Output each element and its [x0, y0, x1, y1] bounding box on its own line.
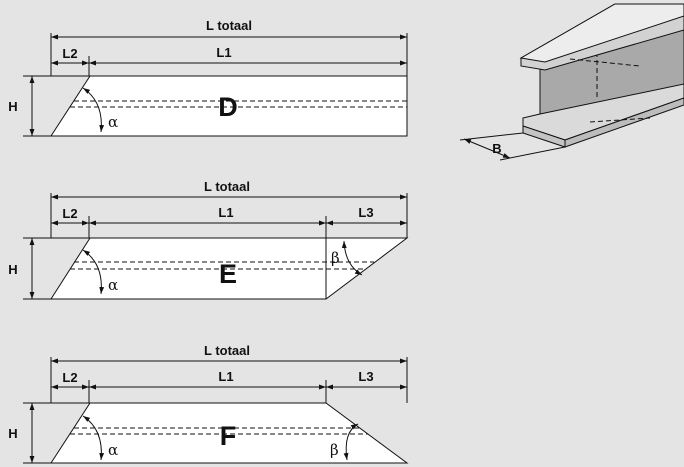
- b-extension-right: [499, 146, 566, 161]
- dimension-total: L totaal: [50, 18, 408, 76]
- alpha-symbol: α: [108, 113, 118, 131]
- dimension-h: H: [8, 237, 90, 300]
- beam-outline: [50, 402, 409, 464]
- beta-arc: [343, 423, 359, 461]
- l2-label: L2: [62, 206, 77, 221]
- beam-outline: [50, 75, 408, 137]
- l2-label: L2: [62, 370, 77, 385]
- cut-type-letter: F: [220, 421, 237, 451]
- alpha-arc: [82, 249, 105, 295]
- dimension-l2-l1-l3: L2 L1 L3: [51, 369, 407, 403]
- total-length-label: L totaal: [206, 18, 252, 33]
- beam-outline: [50, 237, 409, 300]
- l1-label: L1: [218, 205, 233, 220]
- dimension-l2-l1-l3: L2 L1 L3: [51, 205, 407, 238]
- l2-label: L2: [62, 46, 77, 61]
- h-label: H: [8, 262, 17, 277]
- alpha-arc: [82, 87, 105, 133]
- dimension-total: L totaal: [50, 343, 408, 403]
- alpha-symbol: α: [108, 276, 118, 294]
- l1-label: L1: [216, 45, 231, 60]
- l3-label: L3: [358, 369, 373, 384]
- beta-arc: [341, 240, 363, 276]
- l1-label: L1: [218, 369, 233, 384]
- bottom-flange-side: [564, 97, 684, 148]
- beta-symbol: β: [331, 249, 340, 267]
- dimension-l2-l1: L2 L1: [51, 45, 407, 76]
- alpha-symbol: α: [108, 441, 118, 459]
- total-length-label: L totaal: [204, 343, 250, 358]
- dimension-h: H: [8, 75, 90, 137]
- total-length-label: L totaal: [204, 179, 250, 194]
- b-label: B: [492, 141, 501, 156]
- dimension-h: H: [8, 402, 90, 464]
- b-extension-left: [459, 132, 524, 141]
- panel-e: L totaal L2 L1 L3 H E α β: [8, 179, 409, 300]
- top-flange-surface: [519, 3, 684, 63]
- dimension-total: L totaal: [50, 179, 408, 238]
- bottom-flange-hidden-line: [589, 117, 651, 123]
- l3-label: L3: [358, 205, 373, 220]
- b-dimension-line: [463, 138, 511, 159]
- cut-type-letter: E: [219, 259, 237, 289]
- h-label: H: [8, 426, 17, 441]
- panel-f: L totaal L2 L1 L3 H F α β: [8, 343, 409, 464]
- top-flange-hidden-line: [569, 58, 641, 67]
- panel-d: L totaal L2 L1 H D α: [8, 18, 408, 137]
- beta-symbol: β: [330, 441, 339, 459]
- alpha-arc: [82, 415, 105, 461]
- i-beam-icon: B: [459, 3, 684, 161]
- h-label: H: [8, 99, 17, 114]
- cut-type-letter: D: [218, 92, 238, 122]
